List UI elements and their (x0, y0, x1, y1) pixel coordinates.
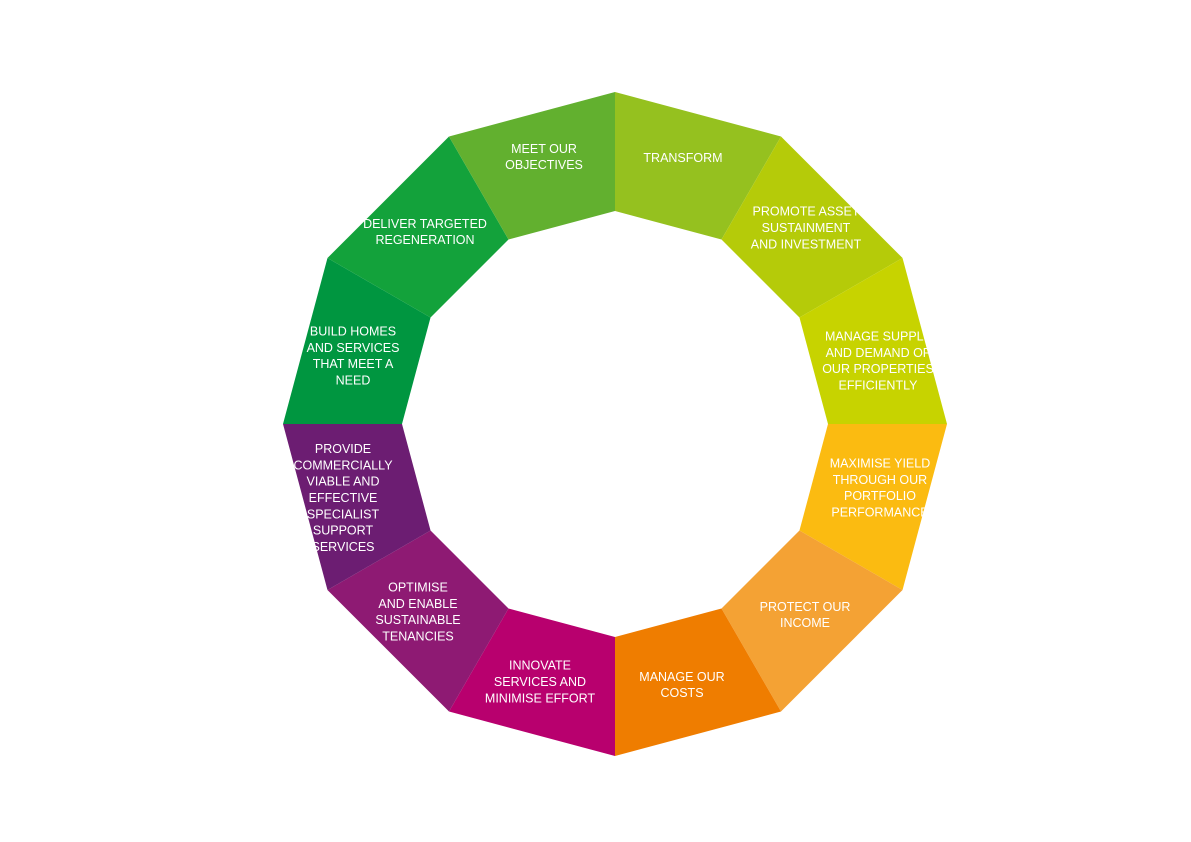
wheel-segment (721, 530, 903, 712)
segment-label-line: PORTFOLIO (844, 489, 916, 503)
wheel-segment (721, 136, 903, 318)
segment-label-line: NEED (336, 373, 371, 387)
wheel-segment (327, 530, 509, 712)
segment-label-line: AND DEMAND OF (826, 346, 931, 360)
segment-label-line: OBJECTIVES (505, 158, 583, 172)
segment-label: MEET OUR OBJECTIVES (505, 142, 583, 172)
segment-label-line: AND INVESTMENT (751, 237, 862, 251)
wheel-segment (449, 92, 615, 240)
segment-label-line: BUILD HOMES (310, 325, 396, 339)
segment-label-line: SUSTAINMENT (762, 221, 851, 235)
wheel-segment (327, 136, 509, 318)
segment-label-line: PROVIDE (315, 442, 371, 456)
segment-label-line: INCOME (780, 616, 830, 630)
segment-label: MANAGE OUR COSTS (639, 670, 724, 700)
segment-label-line: SPECIALIST (307, 507, 380, 521)
segment-label-line: MANAGE OUR (639, 670, 724, 684)
segment-label-line: INNOVATE (509, 659, 571, 673)
segment-label: INNOVATE SERVICES AND MINIMISE EFFORT (485, 659, 596, 706)
segment-label: TRANSFORM (643, 151, 722, 165)
segment-label-line: THAT MEET A (313, 357, 394, 371)
segment-label-line: THROUGH OUR (833, 473, 927, 487)
segment-label-line: PERFORMANCE (831, 505, 928, 519)
wheel-segment (283, 424, 431, 590)
segment-label-line: DELIVER TARGETED (363, 217, 487, 231)
wheel-segment (615, 608, 781, 756)
segment-label-line: MAXIMISE YIELD (830, 457, 931, 471)
segment-label: DELIVER TARGETED REGENERATION (363, 217, 487, 247)
segment-label-line: PROMOTE ASSET (753, 205, 860, 219)
wheel-segment (799, 258, 947, 424)
segment-label: PROVIDE COMMERCIALLY VIABLE AND EFFECTIVE SP… (293, 442, 393, 554)
segment-label-line: AND ENABLE (378, 597, 457, 611)
segment-label-line: OPTIMISE (388, 581, 448, 595)
segment-label-line: VIABLE AND (307, 475, 380, 489)
segment-label-line: MEET OUR (511, 142, 577, 156)
segment-label: MANAGE SUPPLY AND DEMAND OF OUR PROPERTIES… (822, 330, 934, 393)
segment-label-line: TENANCIES (382, 629, 454, 643)
wheel-segment (615, 92, 781, 240)
segment-label-line: PROTECT OUR (760, 600, 851, 614)
segment-label-line: EFFECTIVE (309, 491, 378, 505)
segment-label: PROMOTE ASSET SUSTAINMENT AND INVESTMENT (751, 205, 862, 252)
wheel-segment (283, 258, 431, 424)
segment-label: MAXIMISE YIELD THROUGH OUR PORTFOLIO PERFOR… (830, 457, 931, 520)
wheel-segment (449, 608, 615, 756)
segment-label-line: SUPPORT (313, 524, 374, 538)
segment-label-line: EFFICIENTLY (839, 378, 919, 392)
segment-label: PROTECT OUR INCOME (760, 600, 851, 630)
segment-label-line: REGENERATION (375, 233, 474, 247)
segment-label: BUILD HOMES AND SERVICES THAT MEET A NEED (307, 325, 400, 388)
segment-label-line: SERVICES (312, 540, 375, 554)
segment-label-line: SUSTAINABLE (375, 613, 460, 627)
segment-label-line: COSTS (660, 686, 703, 700)
segment-label: OPTIMISE AND ENABLE SUSTAINABLE TENANCIES (375, 581, 460, 644)
segment-label-line: MINIMISE EFFORT (485, 691, 596, 705)
segment-label-line: OUR PROPERTIES (822, 362, 934, 376)
segment-label-line: AND SERVICES (307, 341, 400, 355)
segment-label-line: SERVICES AND (494, 675, 586, 689)
segment-label-line: TRANSFORM (643, 151, 722, 165)
segment-label-line: COMMERCIALLY (293, 458, 393, 472)
segment-label-line: MANAGE SUPPLY (825, 330, 932, 344)
wheel-segment (799, 424, 947, 590)
